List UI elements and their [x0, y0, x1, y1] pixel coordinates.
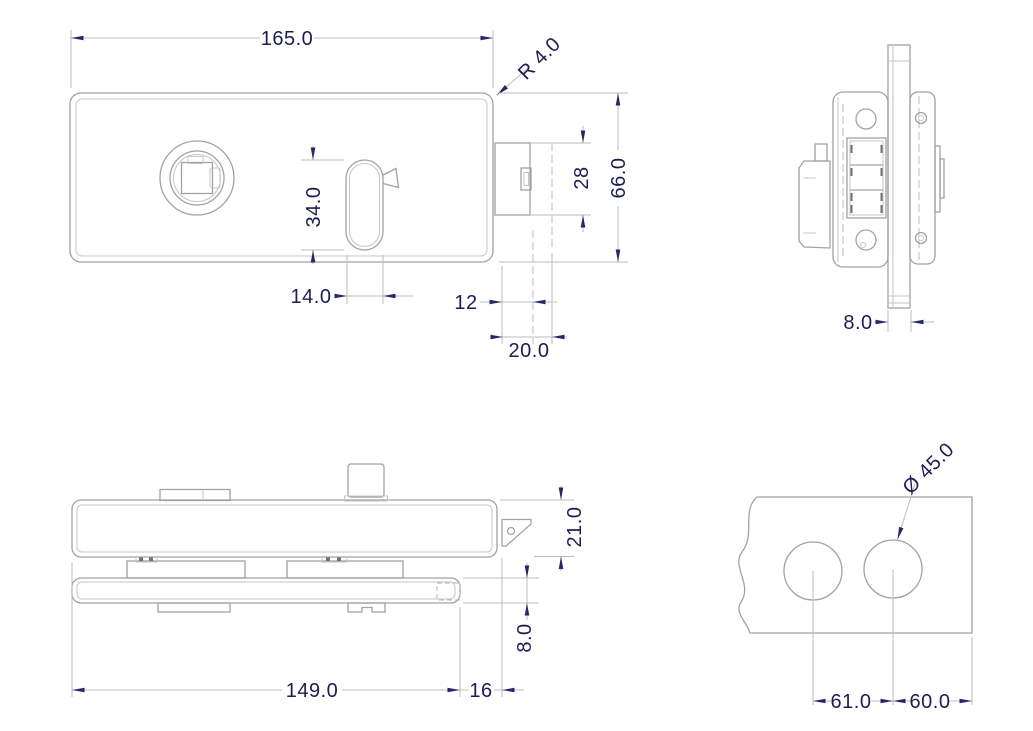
dim-body-thickness: 21.0	[500, 486, 586, 571]
dim-faceplate-thickness: 8.0	[843, 310, 934, 334]
dim-body-length: 149.0	[71, 562, 461, 702]
glass-panel	[738, 496, 973, 634]
glass-prep-view: 61.0 60.0 Ø 45.0	[738, 439, 973, 713]
cover-side-tab	[934, 145, 941, 213]
latch-wedge	[501, 518, 532, 547]
dim-label-20: 20.0	[509, 340, 550, 362]
spindle-knob-top	[347, 463, 385, 498]
dim-latch-height: 28	[530, 126, 593, 232]
screw-hole-bottom	[855, 229, 877, 251]
dim-hole-diameter: Ø 45.0	[897, 439, 959, 540]
dim-label-12: 12	[454, 292, 477, 314]
spindle-square-hole	[180, 161, 214, 195]
dim-latch-length: 20.0	[490, 253, 567, 362]
latch-pin	[520, 167, 532, 191]
lock-body-inner-line	[75, 98, 488, 257]
notched-tab	[347, 602, 386, 613]
spacer-right	[286, 560, 404, 579]
latch-pocket	[846, 137, 887, 219]
lock-case-side	[798, 91, 889, 268]
side-view: 8.0	[798, 44, 945, 334]
body-bar	[71, 499, 498, 558]
spacer-left	[126, 560, 246, 579]
front-view: 165.0 R 4.0 66.0 28 34.0	[69, 28, 630, 362]
bottom-view: 149.0 16 21.0 8.0	[71, 463, 586, 702]
latch-bolt-front	[494, 142, 553, 250]
bottom-mount-tab	[157, 602, 231, 613]
dim-plate-thickness: 8.0	[463, 563, 539, 653]
dim-slot-width: 14.0	[291, 255, 413, 308]
dim-label-r4: R 4.0	[514, 33, 565, 84]
dim-label-165: 165.0	[261, 28, 314, 50]
cover-plate-side	[909, 91, 945, 265]
cover-screw-top	[914, 111, 928, 125]
dim-label-61: 61.0	[831, 691, 872, 713]
dim-label-149: 149.0	[286, 680, 339, 702]
dim-edge-offset: 60.0	[893, 691, 972, 713]
oval-slot	[345, 159, 400, 251]
dim-label-34: 34.0	[303, 187, 325, 228]
screw-hole-top	[855, 108, 877, 130]
knob-top-tab	[814, 143, 828, 162]
lock-body-outline	[69, 92, 494, 263]
dim-label-66: 66.0	[608, 158, 630, 199]
dim-corner-radius: R 4.0	[496, 33, 565, 96]
dim-latch-overhang: 16	[460, 558, 524, 702]
spindle-hub	[159, 140, 235, 216]
hidden-tab	[436, 582, 461, 601]
cover-screw-bottom	[914, 231, 928, 245]
dim-label-60: 60.0	[910, 691, 951, 713]
dim-front-height: 66.0	[499, 92, 630, 263]
spindle-notch	[187, 156, 204, 164]
dim-label-14: 14.0	[291, 286, 332, 308]
dim-front-width: 165.0	[70, 28, 494, 88]
dim-label-21: 21.0	[564, 507, 586, 548]
dim-label-d45: Ø 45.0	[899, 439, 959, 499]
dim-label-28: 28	[571, 166, 593, 189]
turn-knob	[798, 143, 831, 249]
top-mount-tab	[159, 488, 231, 502]
faceplate	[887, 44, 911, 309]
dim-hole-spacing: 61.0	[813, 691, 893, 713]
slot-tab	[382, 167, 400, 189]
dim-label-8-bottom: 8.0	[514, 623, 536, 652]
spindle-side-tab	[209, 167, 221, 189]
dim-latch-projection: 12	[454, 230, 557, 344]
dim-slot-height: 34.0	[301, 146, 344, 264]
dim-label-16: 16	[469, 680, 492, 702]
dim-label-8-side: 8.0	[843, 312, 872, 334]
